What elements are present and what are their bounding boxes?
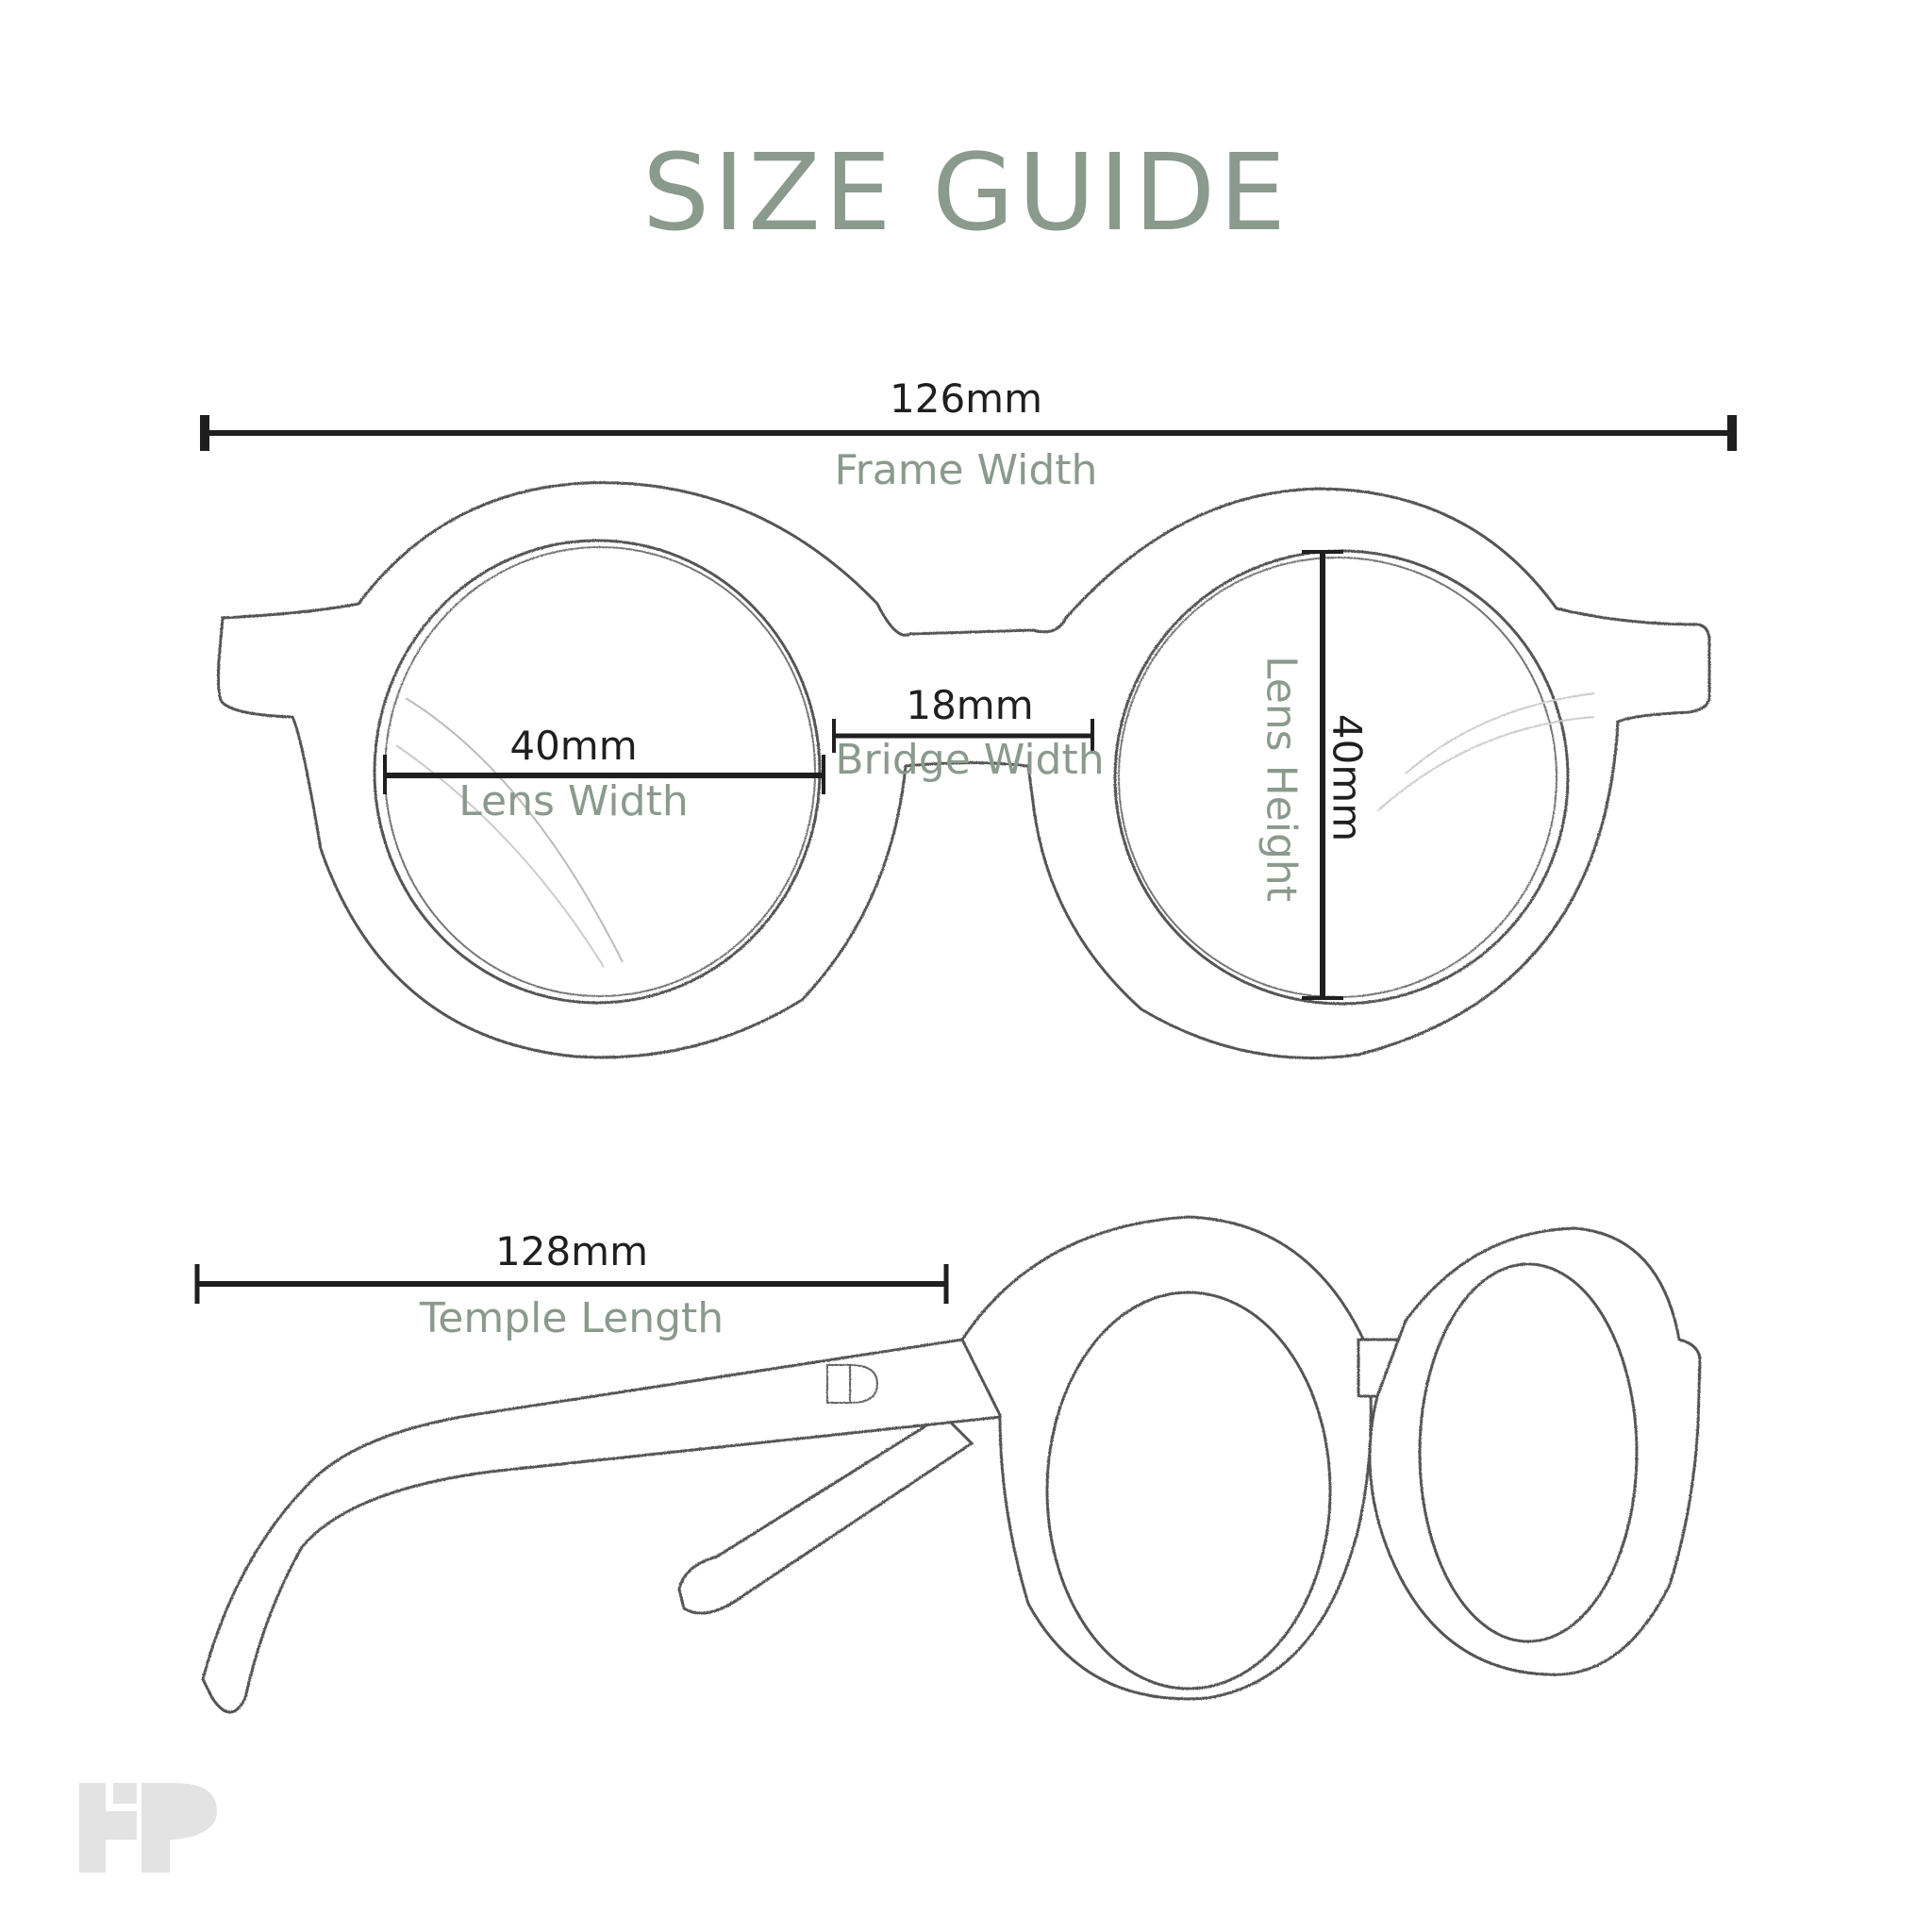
lens-height-label: Lens Height <box>1257 655 1306 903</box>
side-far-lens <box>1418 1262 1639 1643</box>
front-view-glasses <box>217 481 1711 1059</box>
bridge-width-value: 18mm <box>906 682 1034 728</box>
temple-length-label: Temple Length <box>419 1294 724 1342</box>
temple-length-value: 128mm <box>495 1228 648 1274</box>
bridge-width-label: Bridge Width <box>835 736 1105 784</box>
side-view-glasses <box>201 1215 1702 1714</box>
lens-width-value: 40mm <box>509 723 638 769</box>
page-title: SIZE GUIDE <box>641 132 1291 255</box>
frame-width-value: 126mm <box>890 375 1042 422</box>
brand-logo-icon <box>79 1783 217 1873</box>
frame-width-label: Frame Width <box>834 446 1098 494</box>
left-lens <box>373 539 822 1005</box>
side-near-lens <box>1045 1291 1332 1690</box>
dimension-lines <box>194 415 1737 1304</box>
lens-width-label: Lens Width <box>458 777 689 825</box>
lens-height-value: 40mm <box>1324 713 1371 842</box>
